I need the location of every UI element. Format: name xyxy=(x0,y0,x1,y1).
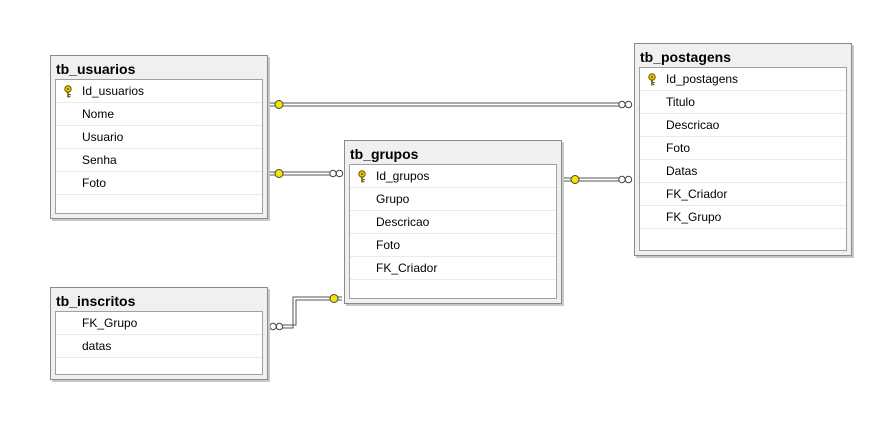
row-selector xyxy=(350,234,374,256)
row-selector xyxy=(640,160,664,182)
row-selector xyxy=(350,188,374,210)
column-name: FK_Grupo xyxy=(82,316,138,330)
row-selector xyxy=(640,114,664,136)
column-name: FK_Criador xyxy=(376,261,438,275)
row-selector xyxy=(56,335,80,357)
column-name: FK_Criador xyxy=(666,187,728,201)
row-selector xyxy=(56,149,80,171)
column-name: Foto xyxy=(82,176,107,190)
key-icon xyxy=(640,68,664,90)
one-end-icon xyxy=(570,175,580,184)
column-row[interactable]: Grupo xyxy=(350,188,556,211)
column-row[interactable]: datas xyxy=(56,335,262,358)
one-end-icon xyxy=(274,100,284,109)
column-name: Titulo xyxy=(666,95,695,109)
one-end-icon xyxy=(329,294,339,303)
column-name: Foto xyxy=(666,141,691,155)
infinity-icon xyxy=(329,169,344,178)
row-selector xyxy=(640,91,664,113)
key-icon xyxy=(350,165,374,187)
empty-row[interactable] xyxy=(640,229,846,252)
row-selector xyxy=(640,183,664,205)
column-name: Id_grupos xyxy=(376,169,430,183)
column-row[interactable]: Descricao xyxy=(640,114,846,137)
column-row[interactable]: Id_grupos xyxy=(350,165,556,188)
table-title: tb_grupos xyxy=(350,146,419,162)
infinity-icon xyxy=(618,175,633,184)
column-row[interactable]: Senha xyxy=(56,149,262,172)
column-row[interactable]: FK_Criador xyxy=(350,257,556,280)
column-name: Nome xyxy=(82,107,115,121)
column-name: Senha xyxy=(82,153,117,167)
table-title: tb_usuarios xyxy=(56,61,136,77)
column-row[interactable]: FK_Grupo xyxy=(56,312,262,335)
empty-row[interactable] xyxy=(350,280,556,303)
column-row[interactable]: Foto xyxy=(350,234,556,257)
column-name: datas xyxy=(82,339,112,353)
column-name: Usuario xyxy=(82,130,124,144)
column-name: Foto xyxy=(376,238,401,252)
row-selector xyxy=(56,172,80,194)
relationship-grupos-postagens[interactable] xyxy=(564,175,633,184)
column-row[interactable]: FK_Grupo xyxy=(640,206,846,229)
empty-row[interactable] xyxy=(56,358,262,381)
column-row[interactable]: Foto xyxy=(56,172,262,195)
column-name: Id_postagens xyxy=(666,72,739,86)
column-row[interactable]: Datas xyxy=(640,160,846,183)
column-row[interactable]: Descricao xyxy=(350,211,556,234)
column-name: Id_usuarios xyxy=(82,84,145,98)
column-row[interactable]: Id_postagens xyxy=(640,68,846,91)
column-name: Datas xyxy=(666,164,698,178)
relationship-usuarios-grupos[interactable] xyxy=(270,169,344,178)
row-selector xyxy=(350,211,374,233)
row-selector xyxy=(56,126,80,148)
one-end-icon xyxy=(274,169,284,178)
table-title: tb_inscritos xyxy=(56,293,136,309)
empty-row[interactable] xyxy=(56,195,262,218)
column-row[interactable]: Nome xyxy=(56,103,262,126)
row-selector xyxy=(350,257,374,279)
column-name: Descricao xyxy=(666,118,720,132)
key-icon xyxy=(56,80,80,102)
relationship-grupos-inscritos[interactable] xyxy=(269,294,342,331)
row-selector xyxy=(56,312,80,334)
row-selector xyxy=(56,103,80,125)
infinity-icon xyxy=(269,322,284,331)
column-row[interactable]: Usuario xyxy=(56,126,262,149)
column-row[interactable]: Foto xyxy=(640,137,846,160)
table-title: tb_postagens xyxy=(640,49,732,65)
column-row[interactable]: Titulo xyxy=(640,91,846,114)
column-row[interactable]: FK_Criador xyxy=(640,183,846,206)
column-name: Grupo xyxy=(376,192,410,206)
column-row[interactable]: Id_usuarios xyxy=(56,80,262,103)
column-name: FK_Grupo xyxy=(666,210,722,224)
row-selector xyxy=(640,206,664,228)
column-name: Descricao xyxy=(376,215,430,229)
row-selector xyxy=(640,137,664,159)
infinity-icon xyxy=(618,100,633,109)
relationship-usuarios-postagens[interactable] xyxy=(270,100,633,109)
